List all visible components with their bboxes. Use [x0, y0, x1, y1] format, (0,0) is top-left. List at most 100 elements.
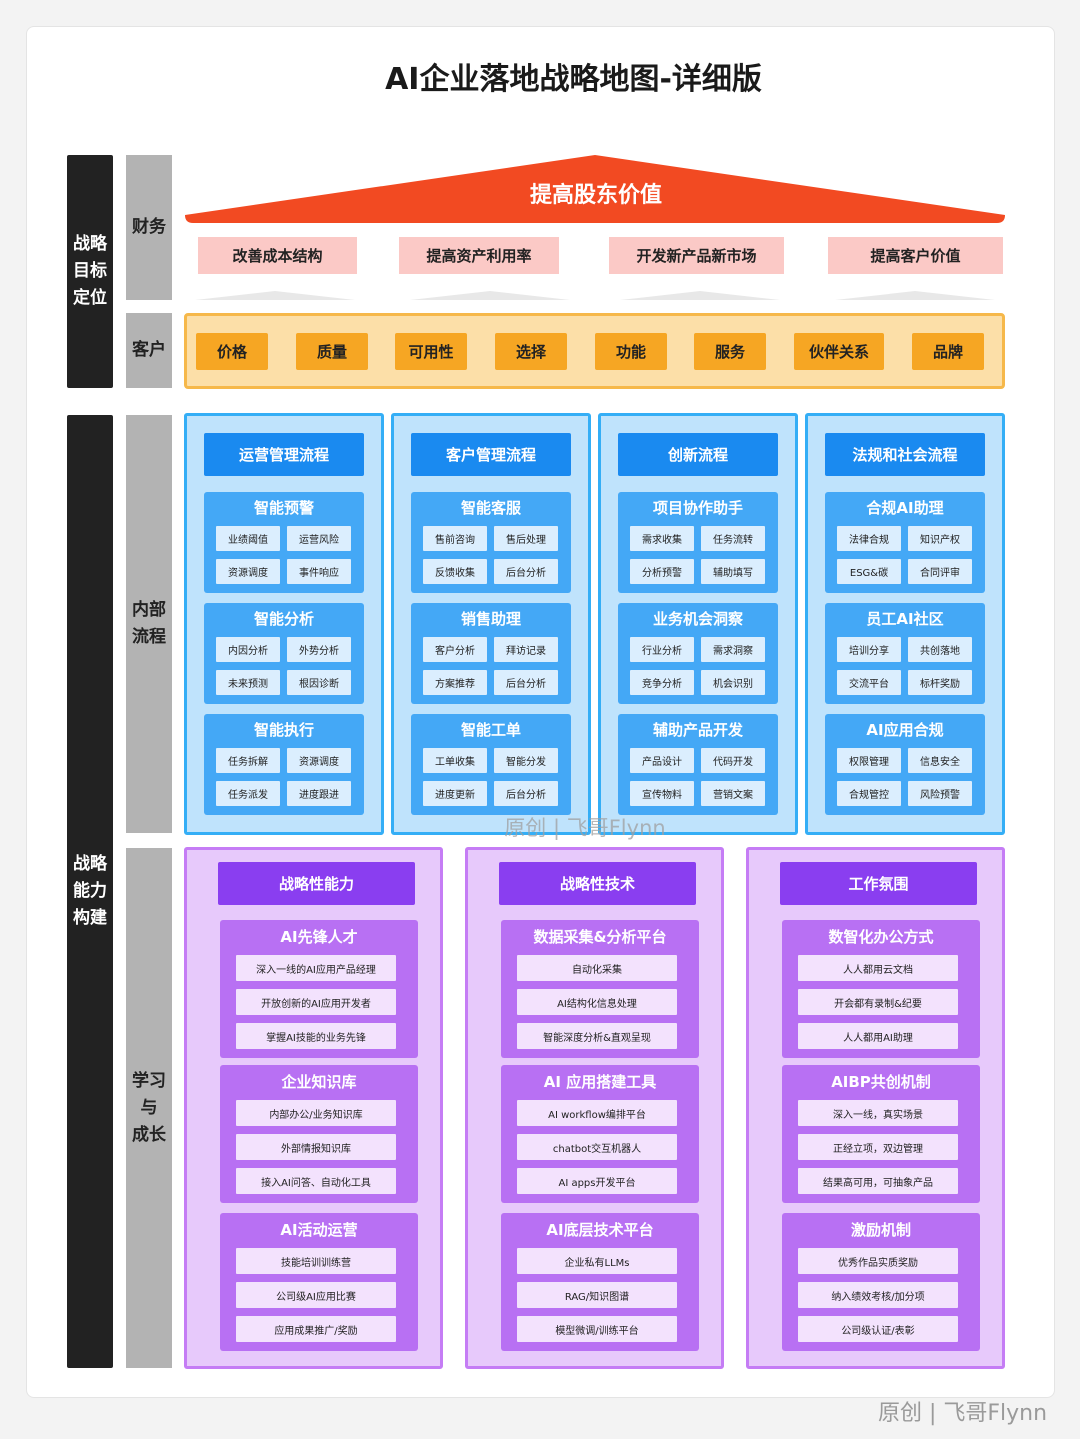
process-item: 知识产权 [908, 526, 972, 551]
process-item: 客户分析 [423, 637, 487, 662]
process-head: 运营管理流程 [204, 433, 364, 476]
process-group-title: 业务机会洞察 [652, 609, 743, 628]
page-title: AI企业落地战略地图-详细版 [385, 62, 762, 97]
learning-item: 公司级认证/表彰 [798, 1316, 958, 1342]
process-item: 宣传物料 [630, 781, 694, 806]
up-arrow-icon [620, 291, 780, 300]
process-group-title: 项目协作助手 [652, 498, 743, 517]
watermark-center: 原创 | 飞哥Flynn [504, 816, 666, 840]
learning-item: 开放创新的AI应用开发者 [236, 989, 396, 1015]
process-item: 根因诊断 [287, 670, 351, 695]
learning-group-title: AI底层技术平台 [546, 1220, 654, 1239]
process-item: 标杆奖励 [908, 670, 972, 695]
process-item: 拜访记录 [494, 637, 558, 662]
learning-item: 人人都用云文档 [798, 955, 958, 981]
roof-label: 提高股东价值 [529, 183, 662, 208]
strategic-ability-label: 战略 能力 构建 [67, 415, 113, 1368]
process-item: 任务流转 [701, 526, 765, 551]
process-item: 机会识别 [701, 670, 765, 695]
process-head: 法规和社会流程 [825, 433, 985, 476]
process-item: 代码开发 [701, 748, 765, 773]
process-item: 后台分析 [494, 670, 558, 695]
finance-item: 提高客户价值 [828, 237, 1003, 274]
learning-label: 学习 与 成长 [126, 848, 172, 1368]
customer-item: 品牌 [912, 333, 984, 370]
learning-group-title: 企业知识库 [281, 1072, 357, 1091]
process-item: 资源调度 [216, 559, 280, 584]
process-group-title: AI应用合规 [866, 720, 944, 739]
process-item: 合规管控 [837, 781, 901, 806]
process-item: 分析预警 [630, 559, 694, 584]
learning-item: 结果高可用，可抽象产品 [798, 1168, 958, 1194]
process-item: 产品设计 [630, 748, 694, 773]
process-item: 方案推荐 [423, 670, 487, 695]
learning-item: 纳入绩效考核/加分项 [798, 1282, 958, 1308]
process-item: 售前咨询 [423, 526, 487, 551]
process-item: 信息安全 [908, 748, 972, 773]
process-group-title: 智能预警 [253, 498, 314, 517]
roof-shape [185, 155, 1005, 223]
learning-item: chatbot交互机器人 [517, 1134, 677, 1160]
customer-item: 功能 [595, 333, 667, 370]
learning-item: 接入AI问答、自动化工具 [236, 1168, 396, 1194]
process-item: 培训分享 [837, 637, 901, 662]
learning-item: 内部办公/业务知识库 [236, 1100, 396, 1126]
process-item: 业绩阈值 [216, 526, 280, 551]
process-head: 创新流程 [618, 433, 778, 476]
learning-group-title: AIBP共创机制 [831, 1072, 931, 1091]
learning-item: 自动化采集 [517, 955, 677, 981]
process-item: 权限管理 [837, 748, 901, 773]
process-item: ESG&碳 [837, 559, 901, 584]
process-item: 工单收集 [423, 748, 487, 773]
customer-item: 选择 [495, 333, 567, 370]
learning-group-title: 激励机制 [850, 1220, 911, 1239]
learning-item: 开会都有录制&纪要 [798, 989, 958, 1015]
process-item: 内因分析 [216, 637, 280, 662]
customer-item: 伙伴关系 [794, 333, 884, 370]
learning-item: 深入一线，真实场景 [798, 1100, 958, 1126]
finance-item: 提高资产利用率 [399, 237, 559, 274]
process-item: 竞争分析 [630, 670, 694, 695]
process-item: 共创落地 [908, 637, 972, 662]
learning-item: AI apps开发平台 [517, 1168, 677, 1194]
learning-item: 模型微调/训练平台 [517, 1316, 677, 1342]
learning-item: RAG/知识图谱 [517, 1282, 677, 1308]
learning-item: 技能培训训练营 [236, 1248, 396, 1274]
learning-item: AI workflow编排平台 [517, 1100, 677, 1126]
process-item: 需求收集 [630, 526, 694, 551]
process-item: 运营风险 [287, 526, 351, 551]
process-item: 合同评审 [908, 559, 972, 584]
process-item: 未来预测 [216, 670, 280, 695]
up-arrow-icon [835, 291, 995, 300]
learning-group-title: AI先锋人才 [280, 927, 358, 946]
process-group-title: 员工AI社区 [866, 609, 944, 628]
learning-head: 工作氛围 [780, 862, 977, 905]
learning-item: AI结构化信息处理 [517, 989, 677, 1015]
learning-group-title: 数智化办公方式 [828, 927, 934, 946]
customer-item: 价格 [196, 333, 268, 370]
process-group-title: 智能客服 [460, 498, 521, 517]
process-group-title: 智能分析 [253, 609, 314, 628]
up-arrow-icon [410, 291, 570, 300]
learning-item: 公司级AI应用比赛 [236, 1282, 396, 1308]
learning-item: 智能深度分析&直观呈现 [517, 1023, 677, 1049]
process-item: 法律合规 [837, 526, 901, 551]
customer-item: 服务 [694, 333, 766, 370]
process-item: 反馈收集 [423, 559, 487, 584]
watermark-corner: 原创 | 飞哥Flynn [878, 1401, 1048, 1426]
process-group-title: 销售助理 [460, 609, 521, 628]
customer-label: 客户 [126, 313, 172, 388]
process-item: 资源调度 [287, 748, 351, 773]
finance-item: 开发新产品新市场 [609, 237, 784, 274]
customer-item: 质量 [296, 333, 368, 370]
learning-group-title: AI 应用搭建工具 [543, 1072, 657, 1091]
learning-item: 优秀作品实质奖励 [798, 1248, 958, 1274]
customer-item: 可用性 [395, 333, 467, 370]
process-item: 需求洞察 [701, 637, 765, 662]
process-group-title: 智能工单 [460, 720, 521, 739]
process-item: 外势分析 [287, 637, 351, 662]
learning-head: 战略性技术 [499, 862, 696, 905]
process-item: 智能分发 [494, 748, 558, 773]
process-item: 行业分析 [630, 637, 694, 662]
learning-head: 战略性能力 [218, 862, 415, 905]
